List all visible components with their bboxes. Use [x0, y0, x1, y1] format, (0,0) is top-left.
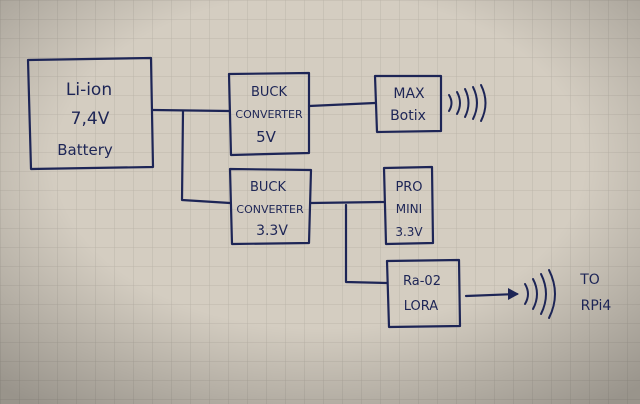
radio-waves-icon	[524, 269, 556, 319]
arrow-icon	[508, 288, 519, 300]
branch-line	[180, 109, 232, 205]
maxbotix-label-line2: Botix	[390, 108, 426, 124]
ra02-label-line1: Ra-02	[403, 274, 441, 289]
ra02-label-line2: LORA	[404, 299, 439, 314]
ra02-feed-line	[344, 203, 389, 285]
battery-label-line1: Li-ion	[66, 80, 112, 100]
target-label-line1: TO	[579, 272, 600, 288]
buck-33v-box	[228, 167, 313, 246]
pro-mini-label-line1: PRO	[395, 180, 422, 195]
pro-mini-label-line2: MINI	[396, 202, 422, 216]
buck33v-to-promini-line	[309, 200, 386, 205]
buck-33v-label-line2: CONVERTER	[236, 203, 304, 216]
pro-mini-box	[382, 165, 435, 246]
pro-mini-label-line3: 3.3V	[395, 225, 423, 239]
ra02-box	[385, 258, 462, 329]
sound-waves-icon	[448, 84, 487, 122]
maxbotix-label-line1: MAX	[393, 86, 425, 102]
battery-to-buck5v-line	[151, 108, 231, 113]
buck-5v-box	[227, 71, 311, 157]
buck-33v-label-line1: BUCK	[250, 180, 287, 195]
buck-33v-label-line3: 3.3V	[256, 223, 288, 239]
battery-box	[26, 56, 155, 171]
buck-5v-label-line2: CONVERTER	[235, 108, 303, 121]
target-label-line2: RPi4	[581, 298, 612, 314]
maxbotix-box	[373, 74, 443, 134]
buck5v-to-maxbotix-line	[307, 101, 377, 108]
buck-5v-label-line3: 5V	[256, 128, 277, 146]
battery-label-line2: 7,4V	[71, 109, 110, 129]
buck-5v-label-line1: BUCK	[251, 85, 288, 100]
battery-label-line3: Battery	[57, 141, 113, 159]
